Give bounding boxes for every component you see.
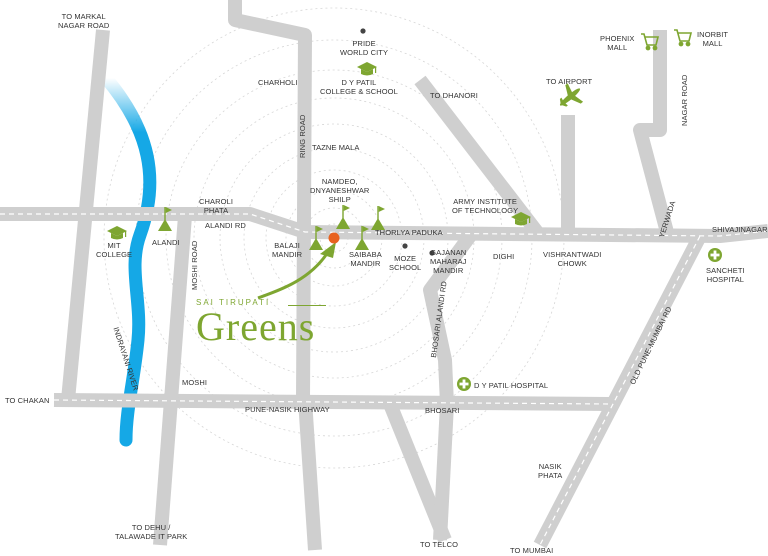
label-to-chakan: TO CHAKAN [5, 396, 50, 405]
pride-world-city-dot-icon [360, 28, 366, 34]
label-to-dhanori: TO DHANORI [430, 91, 478, 100]
label-to-dehu: TO DEHU /TALAWADE IT PARK [115, 523, 188, 541]
gajanan-mandir-dot-icon [429, 250, 435, 256]
logo-name: Greens [196, 304, 316, 349]
road-telco-b [433, 403, 454, 541]
alandi-temple-flag-icon [158, 207, 172, 231]
airplane-icon [559, 83, 584, 107]
label-thorlya-paduka: THORLYA PADUKA [375, 228, 443, 237]
dy-patil-graduation-cap-icon [357, 62, 377, 76]
road-ring-lower [298, 399, 322, 551]
road-nagar [633, 30, 675, 238]
label-pune-nasik-highway: PUNE-NASIK HIGHWAY [245, 405, 330, 414]
college-icons [107, 62, 531, 240]
label-to-airport: TO AIRPORT [546, 77, 593, 86]
label-charholi: CHARHOLI [258, 78, 298, 87]
label-ring-road: RING ROAD [298, 114, 307, 158]
indrayani-river [99, 71, 157, 447]
logo-rule [288, 305, 326, 306]
temple-icons [158, 205, 385, 250]
sancheti-hospital-cross-icon [708, 248, 722, 262]
label-shivajinagar: SHIVAJINAGAR [712, 225, 768, 234]
label-moshi-road: MOSHI ROAD [190, 240, 199, 290]
label-bhosari: BHOSARI [425, 406, 460, 415]
road-markal-nagar [61, 29, 110, 401]
road-moshi [153, 215, 192, 546]
location-marker-icon [328, 232, 340, 244]
road-ring [228, 0, 312, 401]
label-to-mumbai: TO MUMBAI [510, 546, 554, 555]
label-dy-patil-hospital: D Y PATIL HOSPITAL [474, 381, 549, 390]
moze-school-dot-icon [402, 243, 408, 249]
logo-subtitle: SAI TIRUPATI [196, 298, 271, 307]
label-tazne-mala: TAZNE MALA [312, 143, 360, 152]
inorbit-shopping-cart-icon [674, 29, 693, 47]
phoenix-shopping-cart-icon [641, 33, 660, 51]
label-alandi-rd: ALANDI Rd [205, 221, 246, 230]
label-nagar-road: NAGAR ROAD [680, 74, 689, 126]
namdeo-temple-flag-icon-2 [371, 206, 385, 230]
road-centerlines [0, 213, 768, 546]
label-moshi: MOSHI [182, 378, 208, 387]
road-bhosari-alandi [423, 231, 476, 405]
balaji-temple-flag-icon [309, 226, 323, 250]
label-to-telco: TO TELCO [420, 540, 459, 549]
saibaba-temple-flag-icon [355, 226, 369, 250]
road-dhanori [414, 75, 546, 241]
namdeo-temple-flag-icon [336, 205, 350, 229]
pointer-arrow-head [320, 242, 336, 258]
project-logo: SAI TIRUPATI Greens [196, 298, 326, 350]
label-dighi: DIGHI [493, 252, 515, 261]
army-graduation-cap-icon [511, 212, 531, 226]
mit-graduation-cap-icon [107, 226, 127, 240]
pointer-arrow [257, 251, 330, 300]
dy-patil-hospital-cross-icon [457, 377, 471, 391]
label-alandi: ALANDI [152, 238, 180, 247]
